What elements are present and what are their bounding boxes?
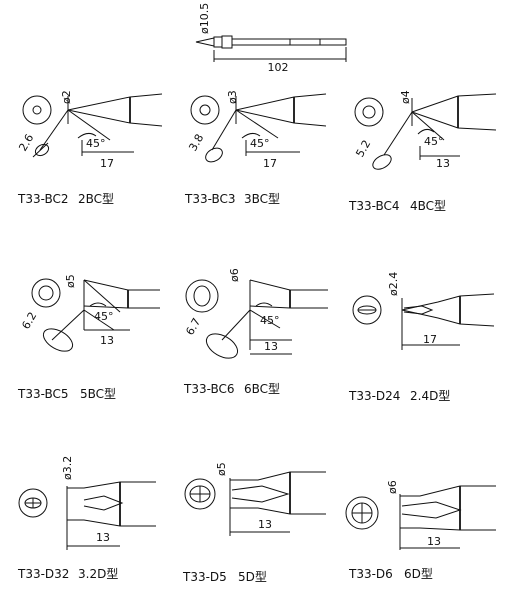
tip-bc4: ø4 5.2 45° 13 T33-BC4 4BC型: [348, 90, 497, 213]
d6-type: 6D型: [404, 567, 433, 581]
bc4-type: 4BC型: [410, 199, 446, 213]
bc2-diameter: ø2: [60, 90, 73, 104]
d6-model: T33-D6: [348, 567, 393, 581]
bc2-face: 2.6: [16, 132, 36, 154]
d32-diameter: ø3.2: [61, 456, 74, 480]
d24-diameter: ø2.4: [387, 272, 400, 296]
bc6-diameter: ø6: [228, 268, 241, 282]
bc5-face: 6.2: [19, 310, 39, 332]
bc4-angle: 45°: [424, 135, 444, 148]
tip-d32: ø3.2 13 T33-D32 3.2D型: [17, 456, 156, 581]
bc6-face: 6.7: [183, 316, 203, 338]
bc3-type: 3BC型: [244, 192, 280, 206]
d32-type: 3.2D型: [78, 567, 118, 581]
bc4-length: 13: [436, 157, 450, 170]
tip-d5: ø5 13 T33-D5 5D型: [182, 462, 326, 584]
bc6-angle: 45°: [260, 314, 280, 327]
bc5-length: 13: [100, 334, 114, 347]
d32-length: 13: [96, 531, 110, 544]
bc4-model: T33-BC4: [348, 199, 400, 213]
bc2-angle: 45°: [86, 137, 106, 150]
tip-bc5: ø5 6.2 45° 13 T33-BC5 5BC型: [17, 274, 160, 401]
tip-bc2: ø2 2.6 45° 17 T33-BC2 2BC型: [16, 90, 163, 206]
bc2-type: 2BC型: [78, 192, 114, 206]
d5-length: 13: [258, 518, 272, 531]
bc5-type: 5BC型: [80, 387, 116, 401]
d5-diameter: ø5: [215, 462, 228, 476]
bc3-angle: 45°: [250, 137, 270, 150]
d6-diameter: ø6: [386, 480, 399, 494]
tip-d6: ø6 13 T33-D6 6D型: [345, 480, 496, 581]
tip-d24: ø2.4 17 T33-D24 2.4D型: [348, 272, 495, 403]
overview-cartridge: ø10.5 102: [195, 3, 347, 74]
bc2-model: T33-BC2: [17, 192, 69, 206]
tip-bc3: ø3 3.8 45° 17 T33-BC3 3BC型: [184, 90, 327, 206]
d32-model: T33-D32: [17, 567, 69, 581]
bc3-model: T33-BC3: [184, 192, 236, 206]
overview-diameter: ø10.5: [198, 3, 211, 34]
d24-type: 2.4D型: [410, 389, 450, 403]
bc4-diameter: ø4: [399, 90, 412, 104]
bc6-type: 6BC型: [244, 382, 280, 396]
d6-length: 13: [427, 535, 441, 548]
d24-model: T33-D24: [348, 389, 400, 403]
d5-model: T33-D5: [182, 570, 227, 584]
tip-bc6: ø6 6.7 45° 13 T33-BC6 6BC型: [183, 268, 328, 396]
d24-length: 17: [423, 333, 437, 346]
bc3-diameter: ø3: [226, 90, 239, 104]
bc5-model: T33-BC5: [17, 387, 69, 401]
bc5-angle: 45°: [94, 310, 114, 323]
bc6-model: T33-BC6: [183, 382, 235, 396]
bc5-diameter: ø5: [64, 274, 77, 288]
overview-length: 102: [268, 61, 289, 74]
bc4-face: 5.2: [353, 138, 373, 160]
bc6-length: 13: [264, 340, 278, 353]
d5-type: 5D型: [238, 570, 267, 584]
bc3-face: 3.8: [186, 132, 206, 154]
bc3-length: 17: [263, 157, 277, 170]
bc2-length: 17: [100, 157, 114, 170]
